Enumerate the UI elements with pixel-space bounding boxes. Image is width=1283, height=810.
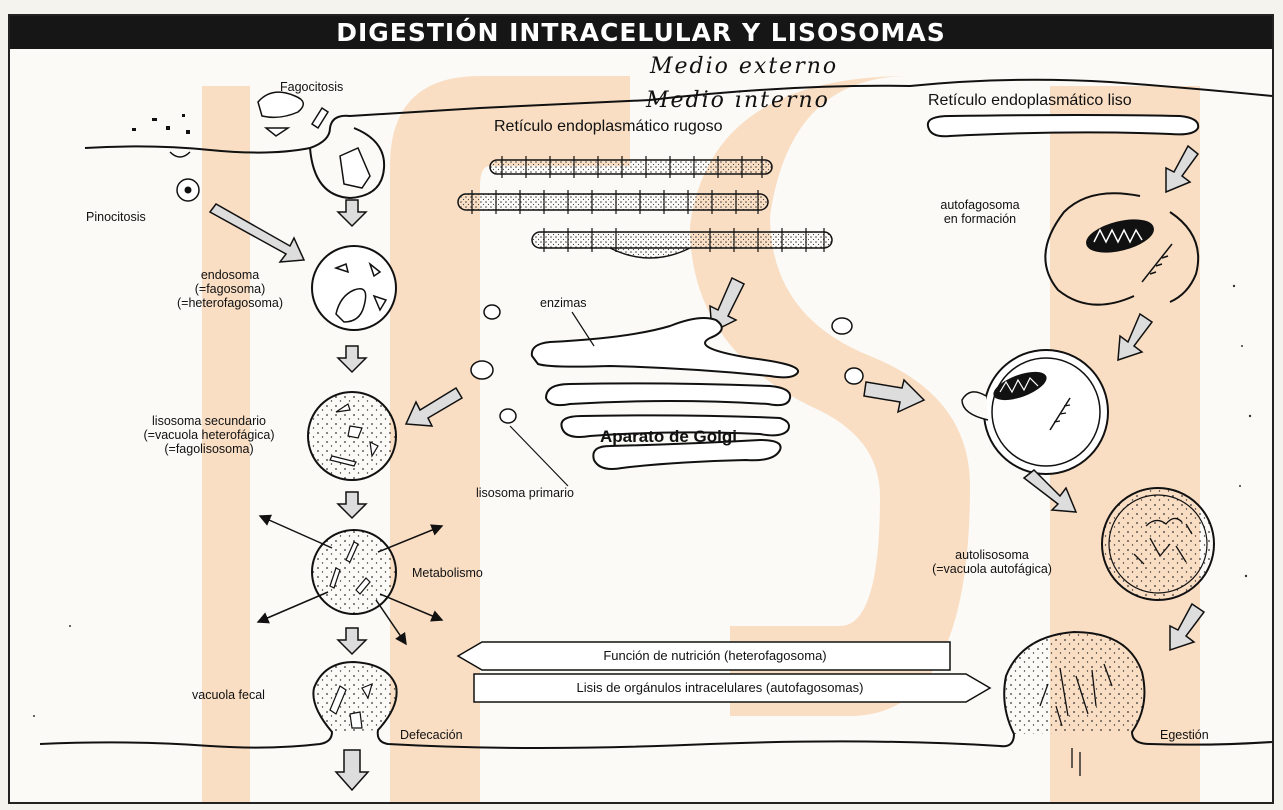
label-lisosoma-primario: lisosoma primario: [476, 486, 574, 500]
label-fagocitosis: Fagocitosis: [280, 80, 343, 94]
label-egestion: Egestión: [1160, 728, 1209, 742]
golgi-to-lisosoma-arrow: [406, 388, 462, 426]
banner-nutricion: Función de nutrición (heterofagosoma): [480, 646, 950, 666]
label-endosoma: endosoma (=fagosoma) (=heterofagosoma): [160, 268, 300, 310]
label-ser: Retículo endoplasmático liso: [928, 94, 1132, 108]
golgi-apparatus: [532, 318, 798, 469]
banner-lisis: Lisis de orgánulos intracelulares (autof…: [474, 678, 966, 698]
mitochondria: [1084, 214, 1172, 282]
rer: [458, 160, 832, 258]
label-autolisosoma: autolisosoma (=vacuola autofágica): [892, 548, 1092, 576]
particle-amoeba: [258, 92, 303, 117]
autofagosoma-arrow: [1118, 314, 1152, 360]
particle-rod: [312, 108, 328, 128]
particle-triangle: [266, 128, 288, 136]
autofagosoma: [984, 350, 1108, 474]
label-enzimas: enzimas: [540, 296, 587, 310]
lisosoma-primario-pointer: [510, 426, 568, 486]
ser: [928, 115, 1198, 136]
diagram-frame: DIGESTIÓN INTRACELULAR Y LISOSOMAS: [8, 14, 1274, 804]
pinocytic-dip: [170, 152, 190, 157]
autolisosoma-to-egestion-arrow: [1170, 604, 1204, 650]
small-particles: [132, 114, 190, 134]
label-defecacion: Defecación: [400, 728, 463, 742]
label-metabolismo: Metabolismo: [412, 566, 483, 580]
label-vacuola-fecal: vacuola fecal: [192, 688, 265, 702]
golgi-to-autophagy-arrow: [864, 380, 924, 412]
label-lisosoma-secundario: lisosoma secundario (=vacuola heterofági…: [114, 414, 304, 456]
autofagosoma-to-autolisosoma-arrow: [1024, 470, 1076, 512]
label-pinocitosis: Pinocitosis: [86, 210, 146, 224]
label-autofagosoma: autofagosoma en formación: [920, 198, 1040, 226]
label-rer: Retículo endoplasmático rugoso: [494, 120, 723, 134]
egestion-vacuole: [1004, 632, 1144, 734]
ser-arrow: [1166, 146, 1198, 192]
handwritten-medio-externo: Medio externo: [650, 54, 838, 79]
handwritten-medio-interno: Medio interno: [646, 88, 830, 113]
autolisosoma: [1102, 488, 1214, 600]
engulfed-particle: [340, 148, 370, 188]
label-golgi: Aparato de Golgi: [600, 430, 737, 444]
